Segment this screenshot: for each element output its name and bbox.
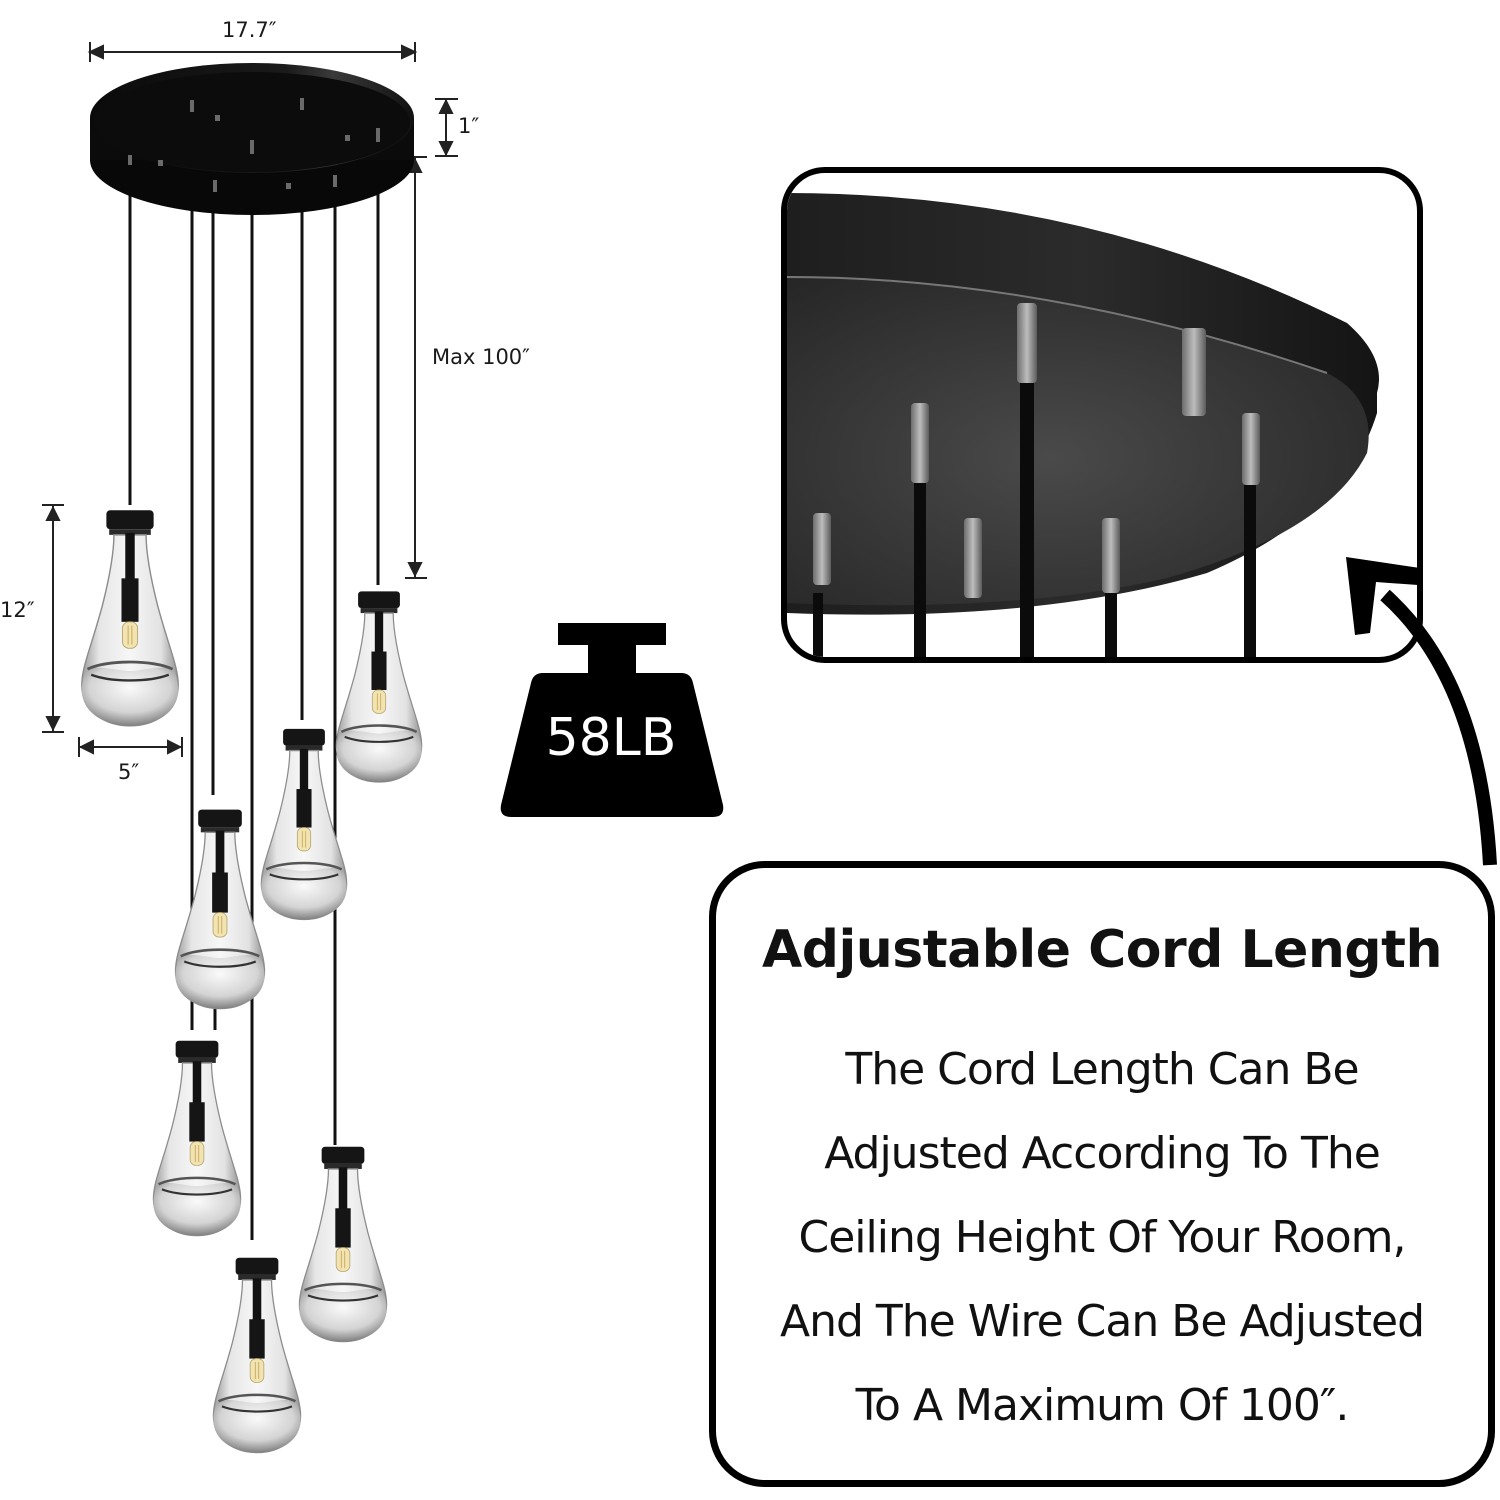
pendant-7 bbox=[211, 1256, 303, 1455]
pendant-1 bbox=[80, 508, 180, 728]
adjustable-cord-info-box: Adjustable Cord Length The Cord Length C… bbox=[709, 861, 1495, 1487]
cord-max-label: Max 100″ bbox=[432, 345, 531, 369]
info-line-5: To A Maximum Of 100″. bbox=[855, 1380, 1350, 1431]
canopy-width-dimension bbox=[87, 42, 418, 62]
weight-icon bbox=[500, 623, 724, 817]
info-title: Adjustable Cord Length bbox=[761, 920, 1443, 980]
canopy-height-dimension bbox=[435, 98, 458, 157]
pendant-height-label: 12″ bbox=[0, 598, 35, 622]
info-line-3: Ceiling Height Of Your Room, bbox=[798, 1212, 1406, 1263]
info-line-1: The Cord Length Can Be bbox=[845, 1044, 1359, 1095]
pendant-6 bbox=[298, 1145, 388, 1343]
chandelier-diagram bbox=[42, 42, 458, 1455]
cord-length-dimension bbox=[405, 156, 427, 579]
info-line-2: Adjusted According To The bbox=[824, 1128, 1381, 1179]
pendant-5 bbox=[151, 1039, 243, 1237]
pendant-width-dimension bbox=[78, 737, 183, 757]
pendant-2 bbox=[335, 589, 423, 784]
pendant-cords bbox=[128, 125, 380, 1240]
canopy-closeup-inset bbox=[781, 167, 1423, 663]
canopy-width-label: 17.7″ bbox=[222, 18, 277, 42]
curved-arrow-icon bbox=[1346, 557, 1497, 866]
ceiling-canopy bbox=[90, 63, 414, 215]
weight-label: 58LB bbox=[545, 708, 677, 768]
canopy-closeup-image bbox=[787, 193, 1379, 657]
pendant-width-label: 5″ bbox=[118, 760, 140, 784]
pendant-height-dimension bbox=[42, 504, 64, 733]
canopy-height-label: 1″ bbox=[458, 114, 480, 138]
info-line-4: And The Wire Can Be Adjusted bbox=[779, 1296, 1425, 1347]
